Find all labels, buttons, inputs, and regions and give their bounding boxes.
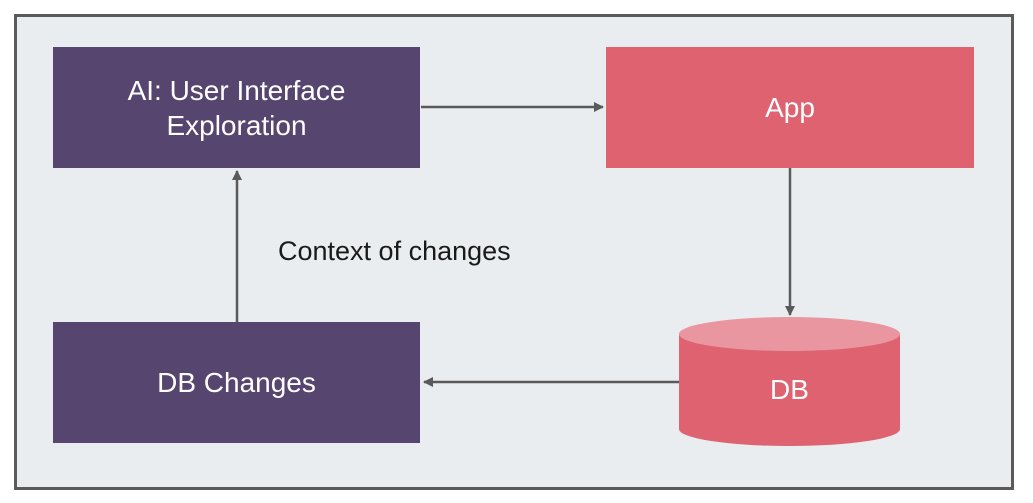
db-node-label: DB [770,374,809,405]
app-label: App [765,92,815,123]
app-node: App [606,47,974,168]
ai-exploration-label-line1: AI: User Interface [127,74,346,106]
ai-exploration-node: AI: User Interface Exploration [53,47,420,168]
db-changes-label: DB Changes [157,367,316,398]
ai-exploration-label-line2: Exploration [166,109,307,141]
db-changes-node: DB Changes [53,322,420,443]
db-cylinder [679,317,900,446]
context-of-changes-label: Context of changes [278,236,511,266]
